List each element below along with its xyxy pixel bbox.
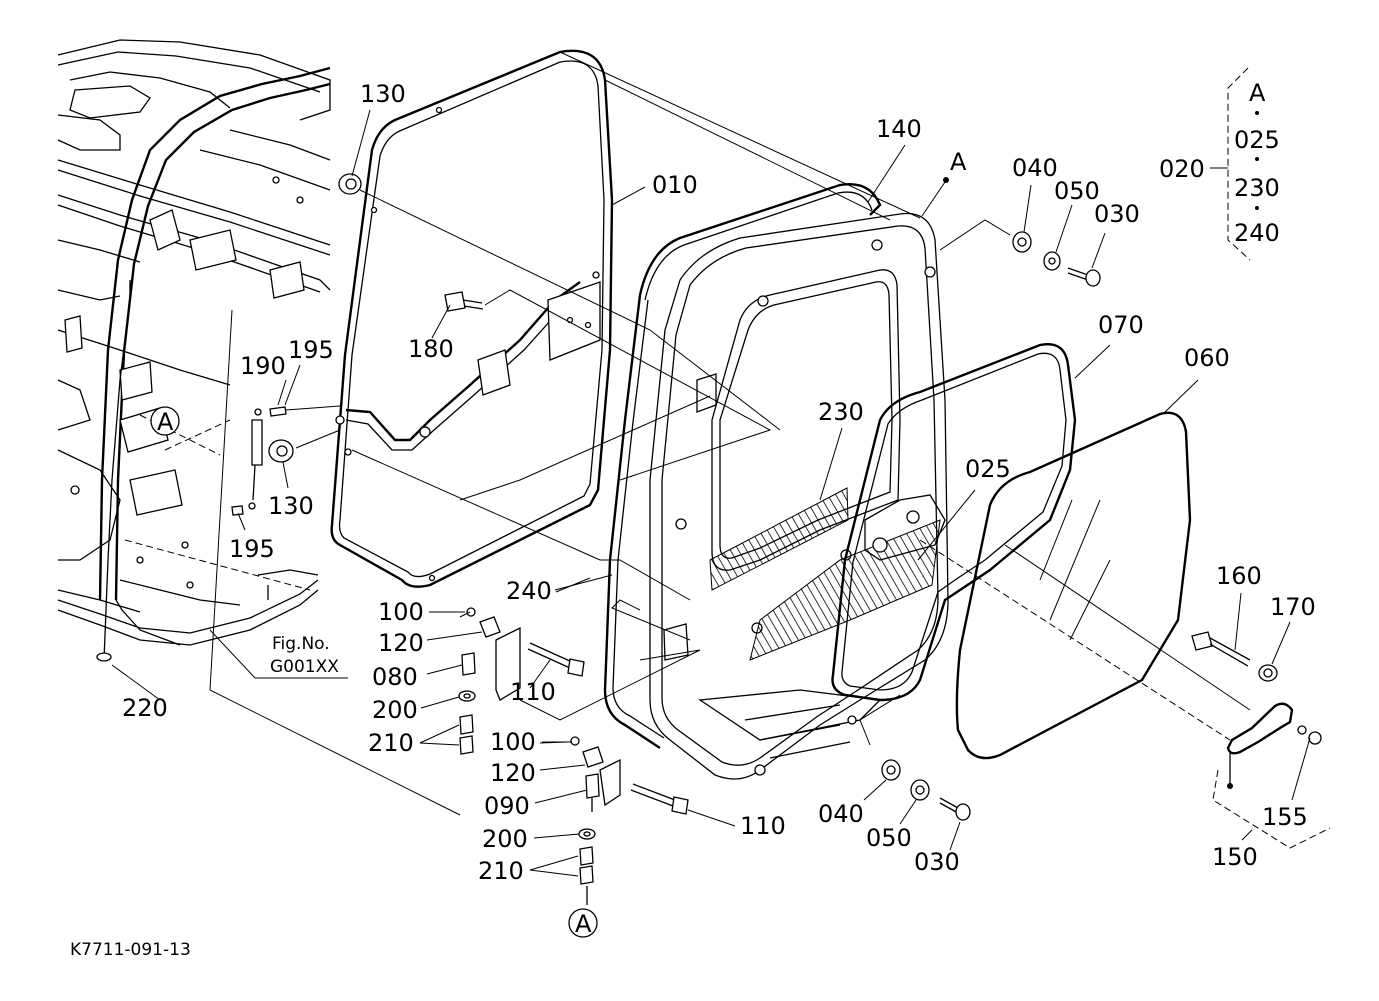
door-frame-010 [330,49,614,588]
label-180: 180 [408,335,454,363]
label-set-240: 240 [1234,219,1280,247]
label-050-lower: 050 [866,824,912,852]
label-080: 080 [372,663,418,691]
label-200-lower: 200 [482,825,528,853]
label-190: 190 [240,352,286,380]
fig-ref-line2: G001XX [270,657,339,677]
label-040-lower: 040 [818,800,864,828]
label-230: 230 [818,398,864,426]
fastener-set-upper [1012,231,1101,287]
label-leaders [111,109,1311,877]
label-025: 025 [965,455,1011,483]
assembly-lines [295,51,1251,746]
label-170: 170 [1270,593,1316,621]
part-230-panel [709,487,849,591]
label-155: 155 [1262,803,1308,831]
fig-ref-line1: Fig.No. [272,634,330,654]
label-030-lower: 030 [914,848,960,876]
figure-reference: Fig.No. G001XX [209,629,348,679]
label-010: 010 [652,171,698,199]
label-set-230: 230 [1234,174,1280,202]
label-130-lower: 130 [268,492,314,520]
hinge-assembly-lower [570,736,689,905]
label-120-upper: 120 [378,629,424,657]
label-200-upper: 200 [372,696,418,724]
label-130-upper: 130 [360,80,406,108]
label-090: 090 [484,792,530,820]
fastener-set-lower [881,759,971,821]
ref-a-circle-bottom [568,908,598,938]
label-220: 220 [122,694,168,722]
label-030-upper: 030 [1094,200,1140,228]
label-050-upper: 050 [1054,177,1100,205]
label-195-lower: 195 [229,535,275,563]
label-040-upper: 040 [1012,154,1058,182]
part-130-upper [338,173,362,195]
part-180-bolt [444,291,484,312]
label-210-lower: 210 [478,857,524,885]
label-150: 150 [1212,843,1258,871]
leader-bracket-frame [209,309,461,816]
label-060: 060 [1184,344,1230,372]
label-140: 140 [876,115,922,143]
handle-150 [1212,702,1331,849]
part-130-lower [268,439,294,463]
part-170-nut [1258,664,1278,682]
label-110-lower: 110 [740,812,786,840]
label-210-upper: 210 [368,729,414,757]
label-120-lower: 120 [490,759,536,787]
drawing-code: K7711-091-13 [70,940,191,960]
ref-a-circle-left [150,406,180,436]
label-ref-a-door: A [950,148,967,176]
label-240: 240 [506,577,552,605]
label-195-upper: 195 [288,336,334,364]
cab-frame [57,39,331,662]
part-025-handle [749,494,946,661]
part-labels: 130 010 140 A 040 050 030 070 060 230 02… [70,79,1316,960]
hinge-assembly-upper [458,607,585,755]
label-100-lower: 100 [490,728,536,756]
marker-dot-a [943,177,949,183]
ref-a-bottom-text: A [575,910,592,938]
label-set-a: A [1249,79,1266,107]
label-020: 020 [1159,155,1205,183]
part-160-bolt [1191,631,1251,667]
set-020-bracket [1210,67,1259,261]
ref-a-left-text: A [157,408,174,436]
label-160: 160 [1216,562,1262,590]
label-100-upper: 100 [378,598,424,626]
glass-060 [955,411,1192,760]
part-190-gas-strut [231,405,341,516]
label-110-upper: 110 [510,678,556,706]
label-set-025: 025 [1234,126,1280,154]
label-070: 070 [1098,311,1144,339]
door-body [649,212,949,780]
